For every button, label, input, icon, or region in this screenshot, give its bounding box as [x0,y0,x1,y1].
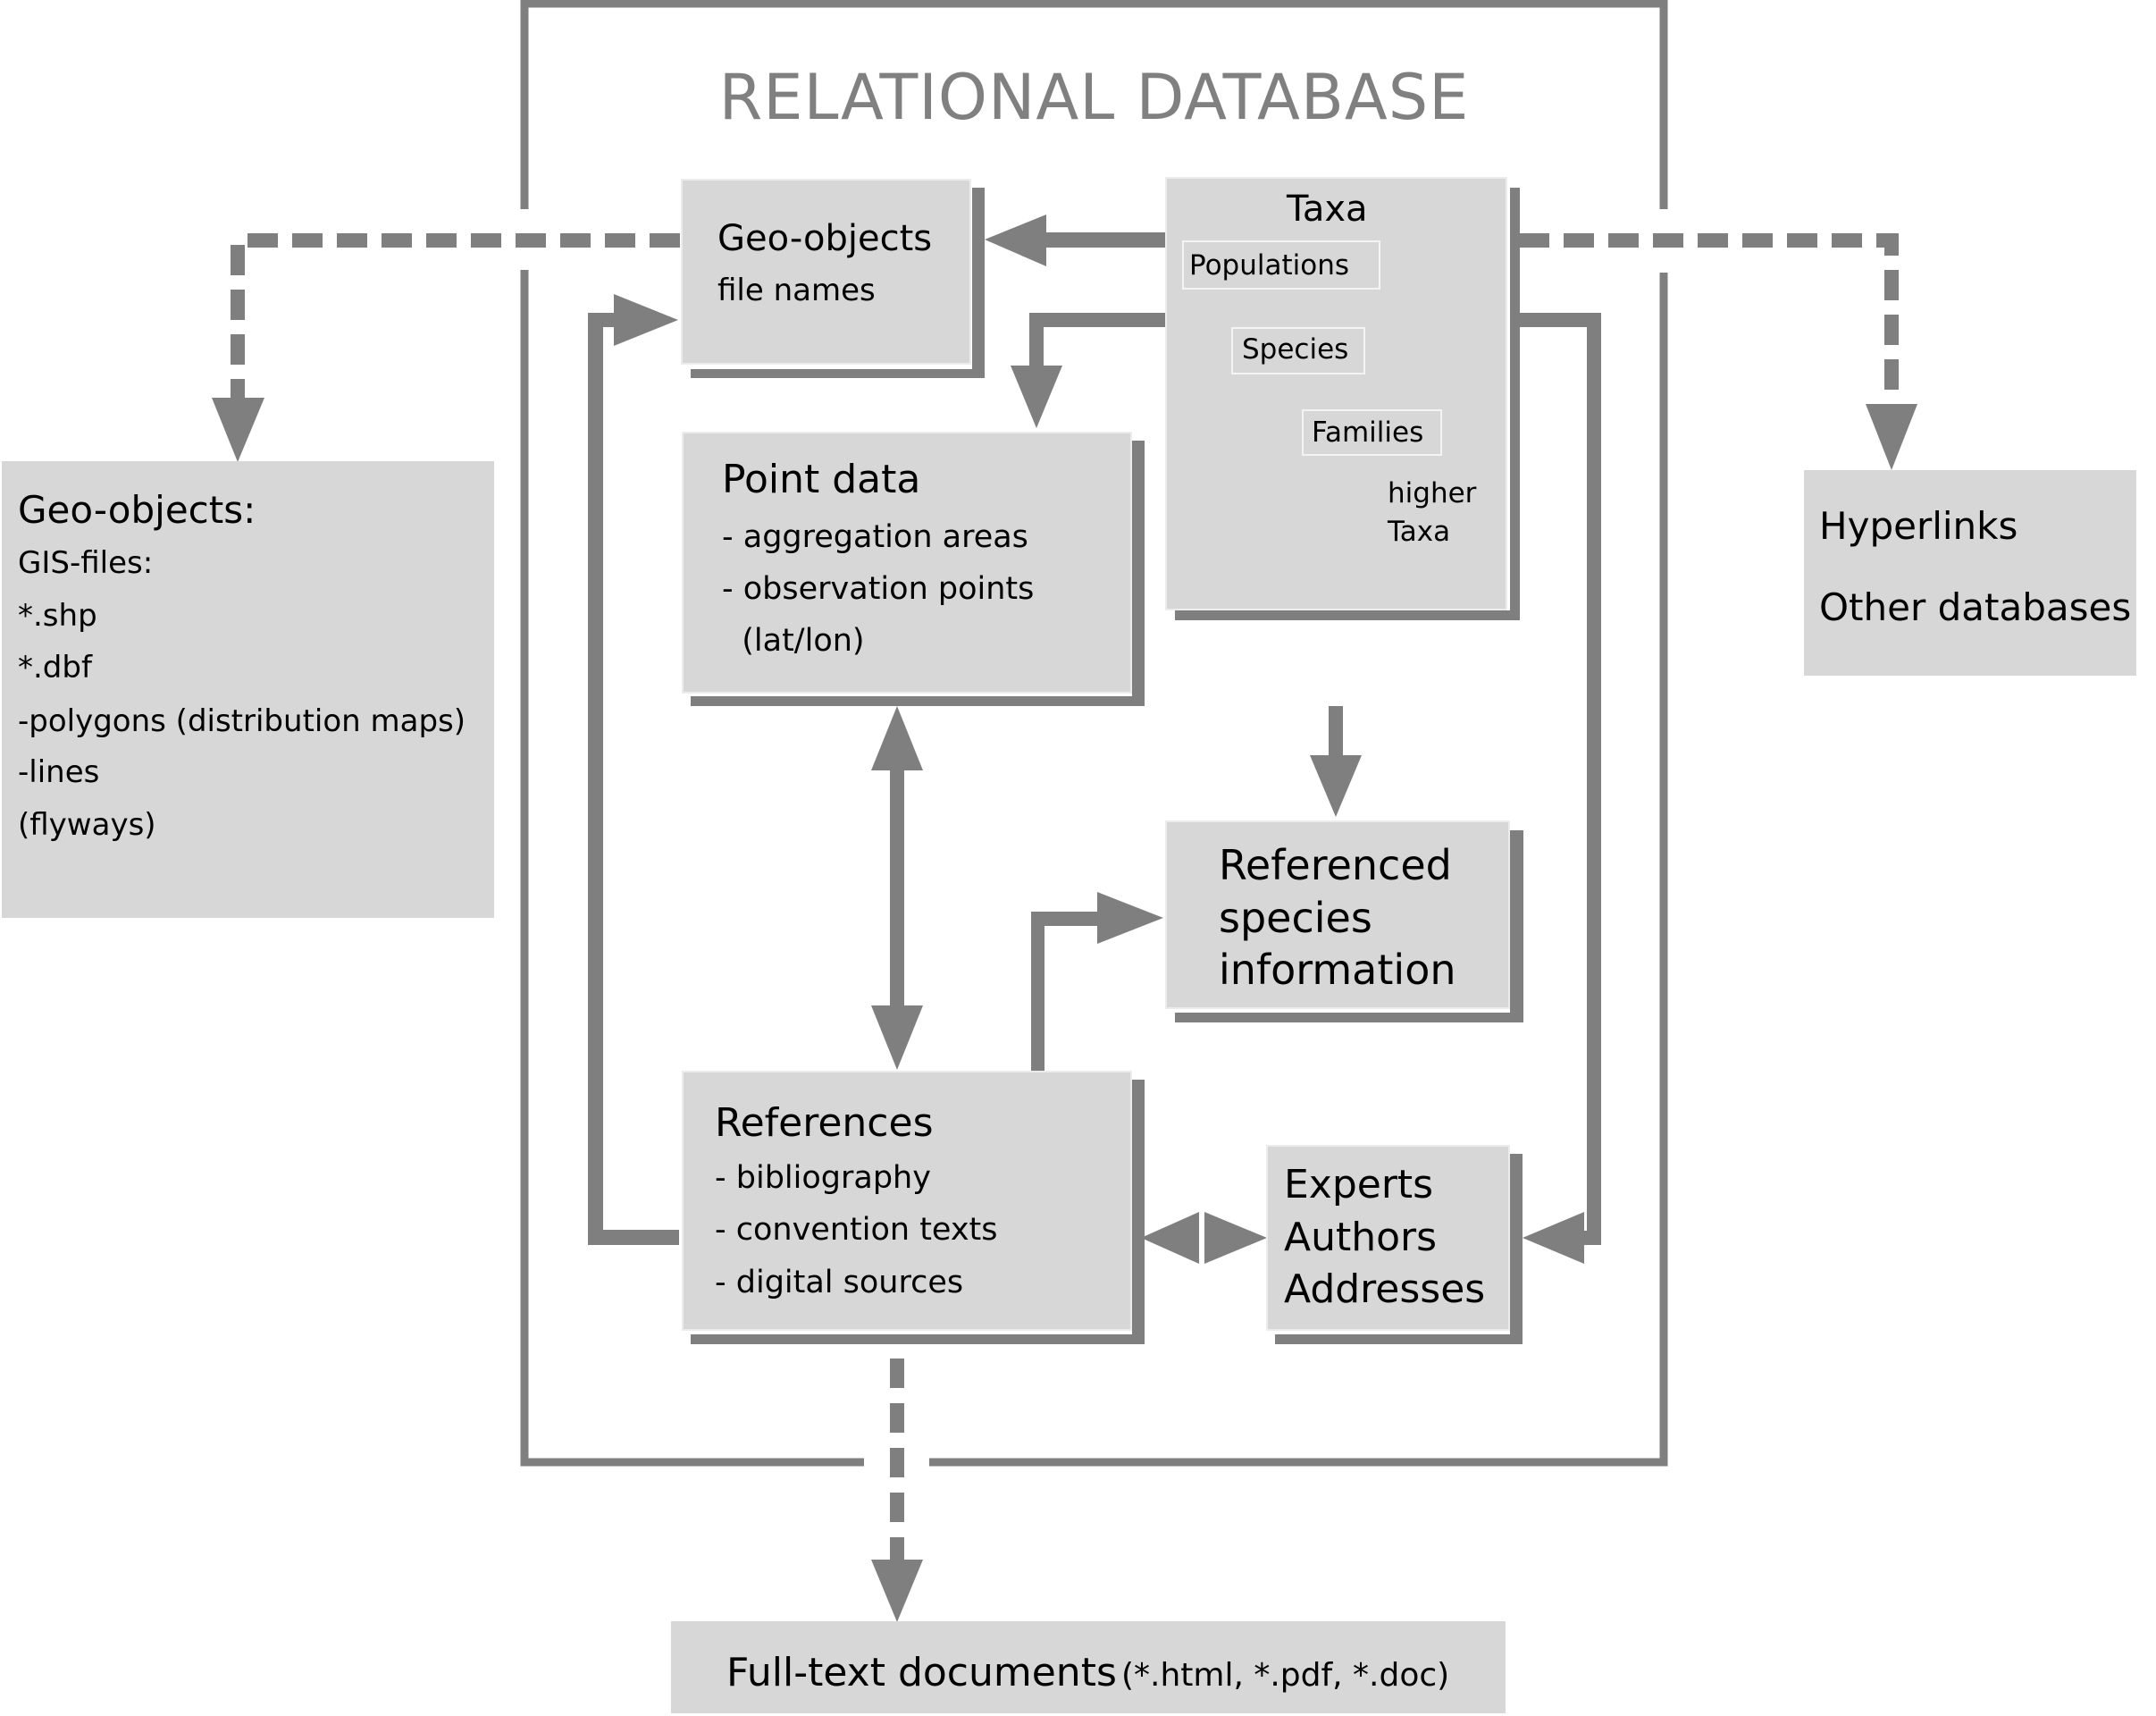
external-geo-objects-line: -polygons (distribution maps) [18,703,466,739]
taxa-level-populations-label: Populations [1189,249,1350,282]
connector-point-refs [890,769,904,1010]
geo-objects-heading: Geo-objects [717,218,933,259]
connector-taxa-right-h [1519,313,1601,327]
dashed-taxa-to-hyperlinks [1519,233,1899,407]
connector-refs-to-refspecies-h [1031,912,1099,926]
connector-refs-to-refspecies-v [1031,912,1044,1071]
referenced-species-line: information [1219,946,1456,994]
references-shadow [691,1334,1145,1344]
connector-refs-loop-bottom [588,1230,679,1245]
other-databases-label: Other databases [1819,585,2132,629]
connector-taxa-to-point-h [1029,313,1165,327]
experts-box[interactable]: Experts Authors Addresses [1266,1145,1510,1331]
database-frame [520,0,1668,1467]
taxa-shadow [1175,610,1520,620]
taxa-level-species-label: Species [1242,333,1349,366]
external-geo-objects-line: *.shp [18,598,97,634]
connector-taxa-to-refspecies [1329,706,1343,756]
full-text-documents-title: Full-text documents [726,1650,1117,1695]
point-data-shadow [691,696,1145,706]
external-geo-objects-line: GIS-files: [18,545,154,581]
external-geo-objects-box[interactable]: Geo-objects: GIS-files: *.shp *.dbf -pol… [2,461,494,918]
arrowhead-into-experts-right [1523,1212,1584,1264]
connector-refs-loop-vertical [588,313,603,1245]
full-text-documents-label: Full-text documents (*.html, *.pdf, *.do… [726,1653,1449,1693]
point-data-box[interactable]: Point data - aggregation areas - observa… [682,432,1132,694]
arrowhead-into-hyperlinks [1866,404,1917,470]
full-text-documents-formats: (*.html, *.pdf, *.doc) [1120,1657,1450,1694]
hyperlinks-box[interactable]: Hyperlinks Other databases [1804,470,2136,676]
arrowhead-into-geo-objects-left [614,294,678,346]
point-data-line: - aggregation areas [722,519,1028,555]
taxa-level-families-label: Families [1312,416,1424,449]
hyperlinks-label: Hyperlinks [1819,504,2018,548]
referenced-species-shadow [1510,830,1523,1022]
external-geo-objects-line: (flyways) [18,807,156,843]
arrowhead-down-references [871,1005,923,1070]
geo-objects-subtitle: file names [717,273,876,308]
referenced-species-line: species [1219,894,1372,942]
referenced-species-line: Referenced [1219,841,1452,889]
taxa-shadow [1510,188,1520,620]
connector-taxa-right-v [1587,313,1601,1245]
references-line: - convention texts [715,1212,998,1248]
references-shadow [1132,1080,1145,1344]
references-box[interactable]: References - bibliography - convention t… [682,1071,1132,1331]
point-data-heading: Point data [722,457,921,502]
taxa-heading: Taxa [1287,189,1368,230]
external-geo-objects-line: *.dbf [18,650,92,686]
connector-taxa-to-geo [1045,232,1165,248]
point-data-line: - observation points [722,571,1035,607]
dashed-geo-to-external [231,233,680,400]
arrowhead-into-referenced-species-left [1097,892,1163,944]
experts-shadow [1275,1334,1523,1344]
experts-line: Addresses [1284,1266,1486,1312]
connector-refs-loop-top [588,313,617,327]
arrowhead-into-external-geo [212,398,264,462]
arrowhead-into-references [1141,1212,1199,1264]
references-line: - digital sources [715,1265,964,1300]
geo-objects-shadow [691,369,985,378]
geo-objects-box[interactable]: Geo-objects file names [681,179,971,365]
experts-line: Authors [1284,1215,1438,1260]
database-title: RELATIONAL DATABASE [718,61,1470,134]
taxa-box[interactable]: Taxa [1165,177,1507,610]
geo-objects-shadow [972,188,985,377]
arrowhead-into-experts [1204,1212,1267,1264]
arrowhead-into-fulltext [871,1560,923,1622]
experts-line: Experts [1284,1162,1434,1207]
taxa-level-families[interactable] [1302,409,1442,456]
connector-taxa-to-point-v [1029,313,1044,366]
arrowhead-into-referenced-species [1310,755,1362,817]
experts-shadow [1510,1154,1523,1344]
referenced-species-shadow [1175,1013,1523,1022]
external-geo-objects-line: -lines [18,754,100,790]
full-text-documents-box[interactable]: Full-text documents (*.html, *.pdf, *.do… [671,1621,1506,1713]
arrowhead-into-geo-objects [985,214,1046,266]
references-heading: References [715,1100,934,1146]
taxa-level-populations[interactable] [1182,240,1380,290]
arrowhead-up-point-data [871,706,923,770]
point-data-shadow [1132,441,1145,706]
point-data-line: (lat/lon) [722,623,865,659]
external-geo-objects-heading: Geo-objects: [18,488,256,532]
references-line: - bibliography [715,1160,931,1196]
taxa-level-species[interactable] [1231,327,1365,374]
arrowhead-into-point-data [1011,366,1062,428]
taxa-higher-taxa-label: Taxa [1388,516,1451,548]
taxa-higher-label: higher [1388,477,1477,509]
referenced-species-box[interactable]: Referenced species information [1165,820,1510,1009]
